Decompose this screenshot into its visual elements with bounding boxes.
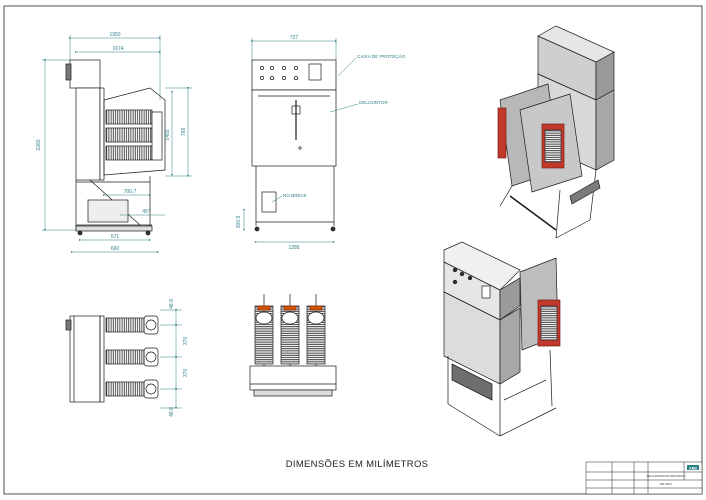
poles-view [249, 294, 337, 397]
drawing-caption: DIMENSÕES EM MILÍMETROS [286, 459, 429, 470]
abb-logo: ABB [689, 466, 697, 470]
side-view [65, 59, 166, 236]
side-view-dim-labels: 1950 1674 2260 1493 768 700.7 45° 571 66… [36, 32, 187, 252]
dim-overall-width: 1950 [109, 32, 120, 38]
dim-height-right: 768 [181, 128, 187, 137]
title-line-2: DE 15KV [660, 482, 672, 486]
dim-small-height: 300.5 [236, 216, 242, 229]
title-line-1: SECCIONADOR TRIFÁSICO [646, 474, 686, 478]
dim-top-d2: 370 [183, 337, 189, 346]
dim-top-d4: 48.8 [169, 407, 175, 417]
dim-top-width: 727 [290, 35, 299, 41]
top-view [65, 315, 159, 403]
dim-lower-depth: 700.7 [124, 189, 137, 195]
isometric-view-bottom [443, 241, 561, 437]
front-view-labels: 727 1285 300.5 CAIXA DE PROTEÇÃO DELIJUN… [236, 35, 406, 251]
dim-top-d3: 370 [183, 369, 189, 378]
dim-inner-width: 1674 [112, 46, 123, 52]
top-view-dimensions [160, 309, 182, 409]
isometric-view-top [497, 25, 615, 239]
label-tank: NO BREAK [283, 193, 308, 198]
dim-base-depth: 571 [111, 234, 120, 240]
dim-base-width: 660 [111, 246, 120, 252]
side-view-dimensions [42, 35, 192, 253]
front-view-dimensions [243, 38, 359, 243]
dim-top-d1: 48.8 [169, 299, 175, 309]
dim-bottom-width: 1285 [288, 245, 299, 251]
sheet-border [3, 5, 703, 495]
front-view [251, 59, 337, 232]
dim-height-total: 2260 [36, 139, 42, 150]
label-protection-box: CAIXA DE PROTEÇÃO [357, 53, 406, 59]
dim-height-mid: 1493 [165, 129, 171, 140]
dim-angle: 45° [142, 209, 150, 215]
title-block [585, 461, 703, 495]
label-disconnector: DELIJUNTOR [359, 100, 388, 105]
top-view-dim-labels: 48.8 370 370 48.8 [169, 299, 189, 417]
